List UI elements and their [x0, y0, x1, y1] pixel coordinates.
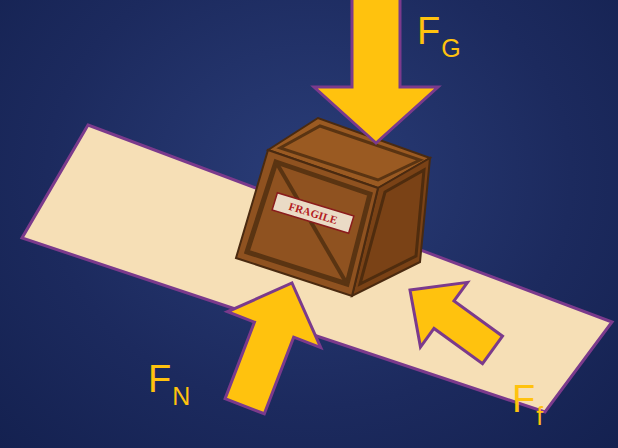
- force-symbol: F: [417, 12, 440, 50]
- friction-arrow: [386, 258, 516, 383]
- force-subscript: f: [536, 404, 543, 429]
- normal-arrow: [198, 265, 339, 424]
- inclined-plank: [22, 125, 612, 412]
- crate: [236, 118, 430, 296]
- force-subscript: G: [441, 36, 460, 61]
- force-subscript: N: [172, 384, 190, 409]
- force-symbol: F: [512, 380, 535, 418]
- force-symbol: F: [148, 360, 171, 398]
